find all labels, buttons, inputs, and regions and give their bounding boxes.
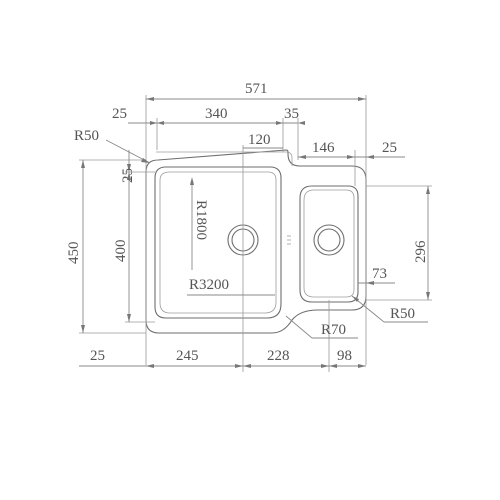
label-right-margin: 25 — [382, 140, 397, 156]
arrow-head — [190, 177, 194, 185]
arrow-head — [127, 172, 131, 180]
arrow-head — [366, 281, 374, 285]
label-bottom-radius: R3200 — [189, 277, 229, 293]
arrow-head — [146, 97, 154, 101]
arrow-head — [366, 155, 374, 159]
label-gap-top: 35 — [284, 106, 299, 122]
label-overall-width: 571 — [245, 81, 268, 97]
label-small-bowl-width: 146 — [312, 140, 335, 156]
main-bowl-outline — [154, 166, 282, 319]
arrow-head — [81, 325, 85, 333]
label-bottom-mid-span: 228 — [267, 348, 290, 364]
label-bottom-right-span: 98 — [337, 348, 352, 364]
arrow-head — [276, 121, 283, 125]
arrow-head — [127, 164, 131, 172]
arrow-head — [426, 292, 430, 300]
arrow-head — [321, 364, 329, 368]
arrow-head — [157, 121, 164, 125]
label-top-margin-left: 25 — [120, 168, 136, 183]
label-bottom-left-span: 245 — [176, 348, 199, 364]
arrow-head — [329, 364, 337, 368]
arrow-head — [235, 364, 243, 368]
arrow-head — [146, 364, 154, 368]
label-inner-radius: R1800 — [193, 200, 209, 240]
small-bowl-inner-outline — [303, 189, 355, 298]
label-small-bowl-height: 296 — [413, 240, 429, 263]
arrow-head — [298, 121, 305, 125]
small-bowl-outline — [299, 185, 359, 303]
arrow-head — [426, 186, 430, 194]
label-join-radius: R70 — [321, 322, 346, 338]
label-small-bowl-offset: 73 — [372, 266, 387, 282]
label-bottom-margin-left: 25 — [90, 348, 105, 364]
arrow-head — [347, 155, 355, 159]
label-overall-height: 450 — [66, 242, 82, 265]
arrow-head — [141, 158, 150, 163]
label-corner-radius-outer: R50 — [74, 128, 99, 144]
arrow-head — [358, 97, 366, 101]
label-drain-offset: 120 — [248, 132, 271, 148]
arrow-head — [352, 296, 359, 302]
arrow-head — [298, 155, 306, 159]
small-drain-outer — [313, 224, 345, 256]
arrow-head — [127, 314, 131, 322]
label-main-bowl-width: 340 — [205, 106, 228, 122]
arrow-head — [243, 364, 251, 368]
label-left-margin-top: 25 — [112, 106, 127, 122]
label-small-corner-radius: R50 — [390, 306, 415, 322]
leader-join-radius — [285, 315, 313, 339]
label-main-bowl-height: 400 — [113, 240, 129, 263]
sink-rim-line — [156, 151, 293, 166]
small-drain-inner — [317, 228, 341, 252]
main-bowl-inner-outline — [159, 171, 277, 314]
arrow-head — [358, 364, 366, 368]
arrow-head — [150, 121, 157, 125]
sink-outer-outline — [145, 149, 367, 334]
arrow-head — [81, 160, 85, 168]
